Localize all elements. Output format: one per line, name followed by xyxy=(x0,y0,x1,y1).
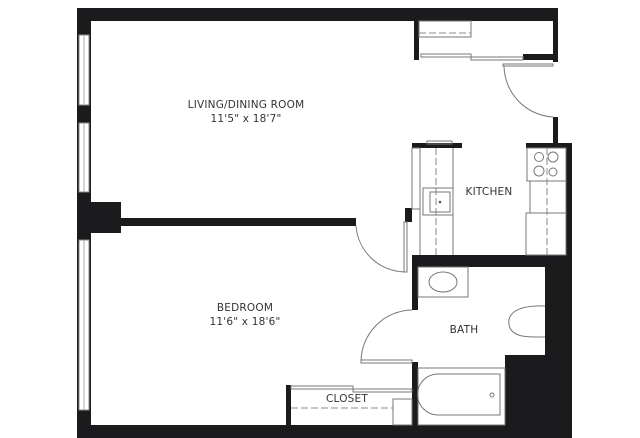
walls xyxy=(77,8,572,438)
closet-label: CLOSET xyxy=(326,393,368,405)
bath-fixtures xyxy=(417,266,546,426)
kitchen-label: KITCHEN xyxy=(466,186,513,198)
bedroom-door[interactable] xyxy=(355,221,408,273)
living-room-size: 11'5" x 18'7" xyxy=(210,113,281,125)
refrigerator-icon xyxy=(525,212,567,256)
living-room-label: LIVING/DINING ROOM xyxy=(188,99,305,111)
toilet-icon xyxy=(508,305,546,338)
entry-door[interactable] xyxy=(502,63,554,118)
bath-door[interactable] xyxy=(360,309,413,364)
bedroom-label: BEDROOM xyxy=(217,302,273,314)
bedroom-closet xyxy=(290,385,413,426)
bedroom-size: 11'6" x 18'6" xyxy=(209,316,280,328)
bathtub-icon xyxy=(417,373,501,416)
vanity-icon xyxy=(417,266,469,298)
bath-label: BATH xyxy=(450,324,479,336)
sink-icon xyxy=(422,187,454,216)
entry-closet xyxy=(418,20,524,61)
kitchen-fixtures xyxy=(411,140,567,256)
windows xyxy=(78,34,90,411)
